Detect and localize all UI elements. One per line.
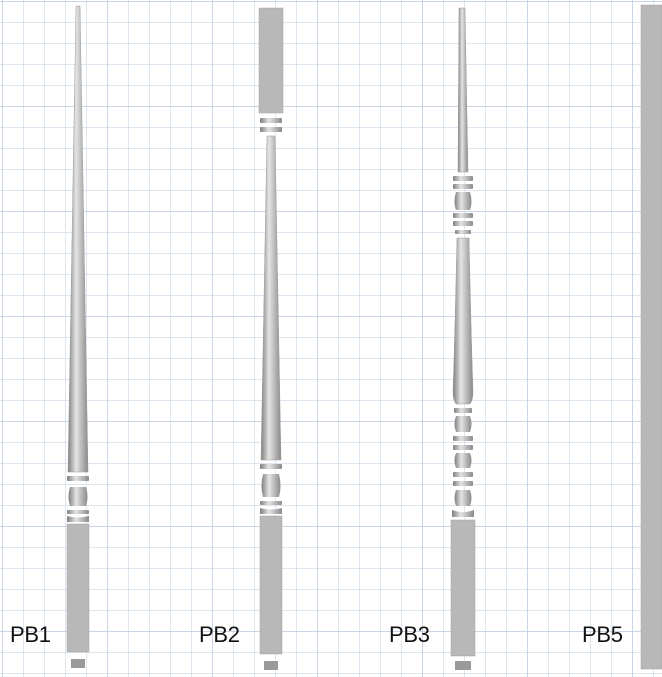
vase [68,487,88,506]
baluster-pb3 [450,7,476,670]
baluster-pb5 [640,4,662,670]
shaft-upper [457,7,469,173]
collar [67,516,89,522]
pin [264,661,278,670]
label-pb3: PB3 [389,622,430,647]
square-bar [640,4,662,670]
ring [454,408,472,413]
square-top [258,7,284,114]
ring [453,436,473,441]
baluster-pb2 [258,7,284,670]
baluster-pb1 [66,5,90,668]
ring [260,464,282,469]
ring [260,118,282,123]
ring [453,221,473,226]
ring [455,230,471,234]
ring [453,176,473,181]
ring [67,476,89,481]
knuckle [454,192,472,210]
knuckle [454,490,472,506]
ring [453,481,473,486]
label-pb1: PB1 [10,622,51,647]
knuckle [454,416,472,432]
ring [453,184,473,189]
ring [453,445,473,450]
square-base [450,519,476,657]
collar [452,510,474,517]
knuckle [454,453,472,468]
pin [71,659,85,668]
ring [453,472,473,477]
ring [260,127,282,132]
shaft [67,5,89,473]
vase [261,474,281,497]
vase-body [452,237,474,405]
ring [67,510,89,514]
square-base [66,523,90,653]
square-base [259,515,283,655]
label-pb5: PB5 [582,622,623,647]
shaft [260,135,282,461]
ring [260,501,282,505]
collar [260,508,282,514]
ring [453,213,473,218]
pin [455,661,471,670]
label-pb2: PB2 [199,622,240,647]
